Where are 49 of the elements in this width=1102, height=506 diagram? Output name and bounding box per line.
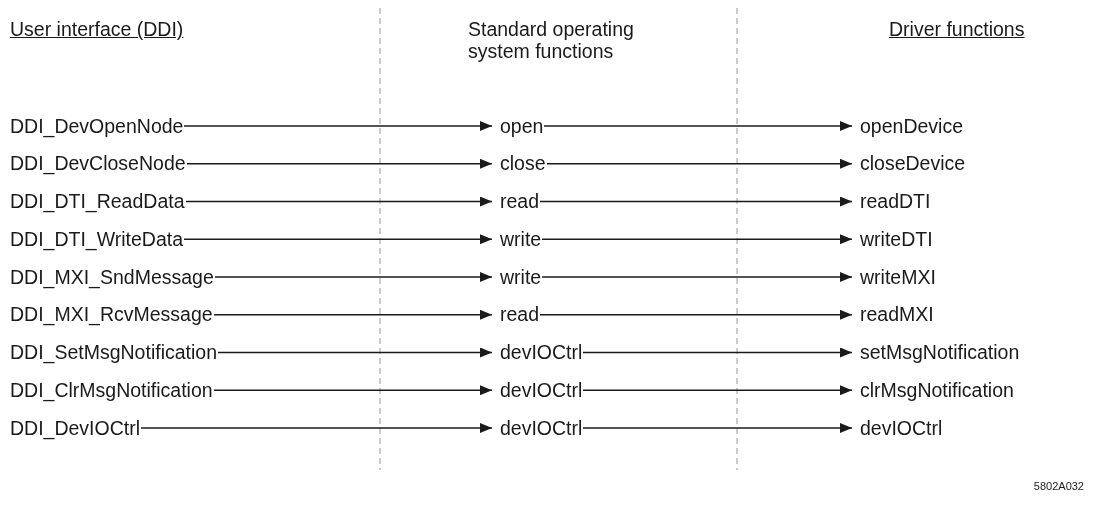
function-name: DDI_ClrMsgNotification: [10, 375, 213, 406]
function-name: closeDevice: [860, 148, 966, 179]
function-name: clrMsgNotification: [860, 375, 1014, 406]
function-name: DDI_DTI_ReadData: [10, 186, 185, 217]
figure-code: 5802A032: [1033, 480, 1084, 492]
function-name: devIOCtrl: [500, 337, 583, 368]
arrow: [546, 158, 853, 169]
function-name: setMsgNotification: [860, 337, 1020, 368]
function-name: devIOCtrl: [500, 413, 583, 443]
arrow: [582, 347, 853, 358]
function-name: devIOCtrl: [500, 375, 583, 406]
function-name: read: [500, 186, 540, 217]
function-name: write: [500, 262, 542, 292]
function-name: read: [500, 299, 540, 330]
function-name: writeMXI: [860, 262, 936, 292]
arrow: [186, 158, 493, 169]
arrow: [539, 196, 853, 207]
function-name: writeDTI: [860, 224, 933, 255]
function-name: open: [500, 111, 544, 141]
arrow: [213, 385, 493, 396]
arrow: [213, 309, 493, 320]
column-heading: Driver functions: [889, 18, 1025, 40]
arrow: [140, 423, 493, 433]
function-name: openDevice: [860, 111, 963, 141]
function-name: close: [500, 148, 546, 179]
function-name: readMXI: [860, 299, 934, 330]
arrow: [217, 347, 493, 358]
arrow: [541, 234, 853, 245]
function-name: DDI_DTI_WriteData: [10, 224, 183, 255]
function-name: DDI_DevIOCtrl: [10, 413, 141, 443]
function-name: DDI_MXI_SndMessage: [10, 262, 214, 292]
function-name: DDI_DevOpenNode: [10, 111, 184, 141]
arrow: [183, 234, 493, 245]
column-heading: Standard operating system functions: [468, 18, 635, 62]
arrow: [185, 196, 493, 207]
function-name: DDI_SetMsgNotification: [10, 337, 217, 368]
arrow: [539, 309, 853, 320]
arrow: [214, 272, 493, 282]
arrow: [541, 272, 853, 282]
function-name: DDI_DevCloseNode: [10, 148, 186, 179]
column-heading: User interface (DDI): [10, 18, 184, 40]
function-name: devIOCtrl: [860, 413, 943, 443]
function-name: write: [500, 224, 542, 255]
function-name: readDTI: [860, 186, 931, 217]
function-name: DDI_MXI_RcvMessage: [10, 299, 213, 330]
arrow: [582, 423, 853, 433]
arrow: [582, 385, 853, 396]
arrow: [183, 121, 493, 131]
arrow: [543, 121, 853, 131]
